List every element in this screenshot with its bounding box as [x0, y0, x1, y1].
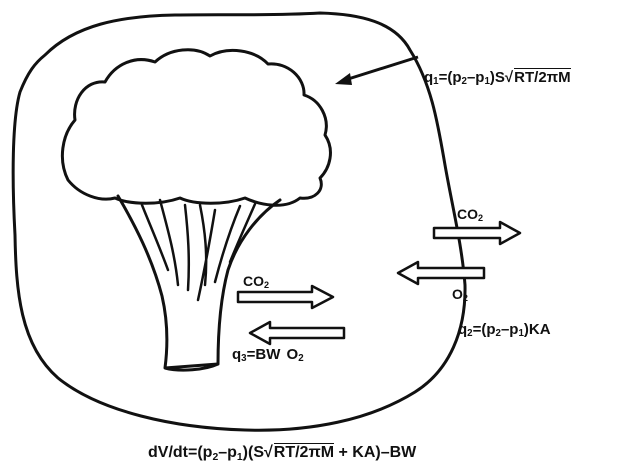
influx-arrow-head [335, 73, 352, 85]
co2-label-outer: CO2 [457, 207, 483, 221]
o2-label-inner: O2 [287, 346, 304, 363]
o2-in-arrow [398, 262, 484, 284]
co2-release-arrow [238, 286, 333, 308]
broccoli-head [62, 50, 330, 205]
q2-equation: q2=(p2–p1)KA [458, 322, 551, 337]
o2-uptake-arrow [250, 322, 344, 344]
co2-label-inner: CO2 [243, 274, 269, 288]
o2-label-outer: O2 [452, 287, 468, 301]
influx-arrow [345, 57, 418, 80]
q3-equation: q3=BW O2 [232, 347, 304, 362]
mass-balance-equation: dV/dt=(p2–p1)(S√RT/2πM + KA)–BW [148, 443, 416, 461]
co2-out-arrow [434, 222, 520, 244]
q1-equation: q1=(p2–p1)S√RT/2πM [424, 68, 571, 85]
